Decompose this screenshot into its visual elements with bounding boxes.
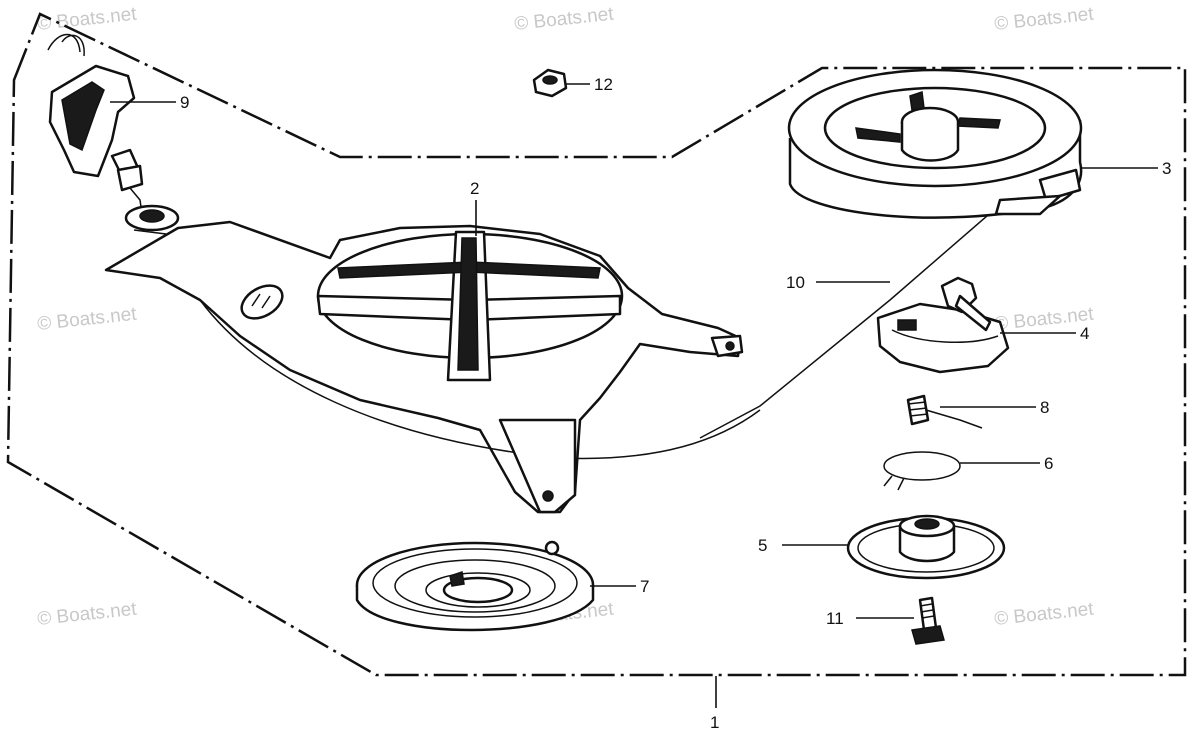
bolt [911,596,945,645]
friction-plate [846,514,1006,580]
starter-case [104,220,761,514]
callout-1: 1 [710,713,719,732]
callout-7: 7 [640,577,649,596]
ratchet-spring [906,394,983,429]
starter-reel [787,68,1083,219]
watermark-bottom-right: © Boats.net [993,599,1095,630]
watermark-top-right: © Boats.net [993,4,1095,35]
callout-4: 4 [1080,324,1089,343]
hex-nut [532,68,568,98]
callout-12: 12 [594,75,613,94]
assembly-outline [6,12,1187,677]
callout-10: 10 [786,273,805,292]
callout-8: 8 [1040,398,1049,417]
starter-grip [47,33,180,235]
callout-11: 11 [826,609,844,628]
callouts: 12 9 2 3 10 4 8 6 5 7 11 1 [180,75,1171,732]
starter-rope [699,183,1041,439]
callout-5: 5 [758,536,767,555]
ratchet [876,276,1010,374]
watermark-top-left: © Boats.net [36,4,138,35]
callout-6: 6 [1044,454,1053,473]
watermark-bottom-left: © Boats.net [36,599,138,630]
callout-3: 3 [1162,159,1171,178]
watermark-mid-left: © Boats.net [36,304,138,335]
callout-9: 9 [180,93,189,112]
watermark-top-center: © Boats.net [513,4,615,35]
spring-clip [883,451,961,491]
leader-lines [110,83,1158,708]
callout-2: 2 [470,179,479,198]
recoil-spring [355,540,595,632]
